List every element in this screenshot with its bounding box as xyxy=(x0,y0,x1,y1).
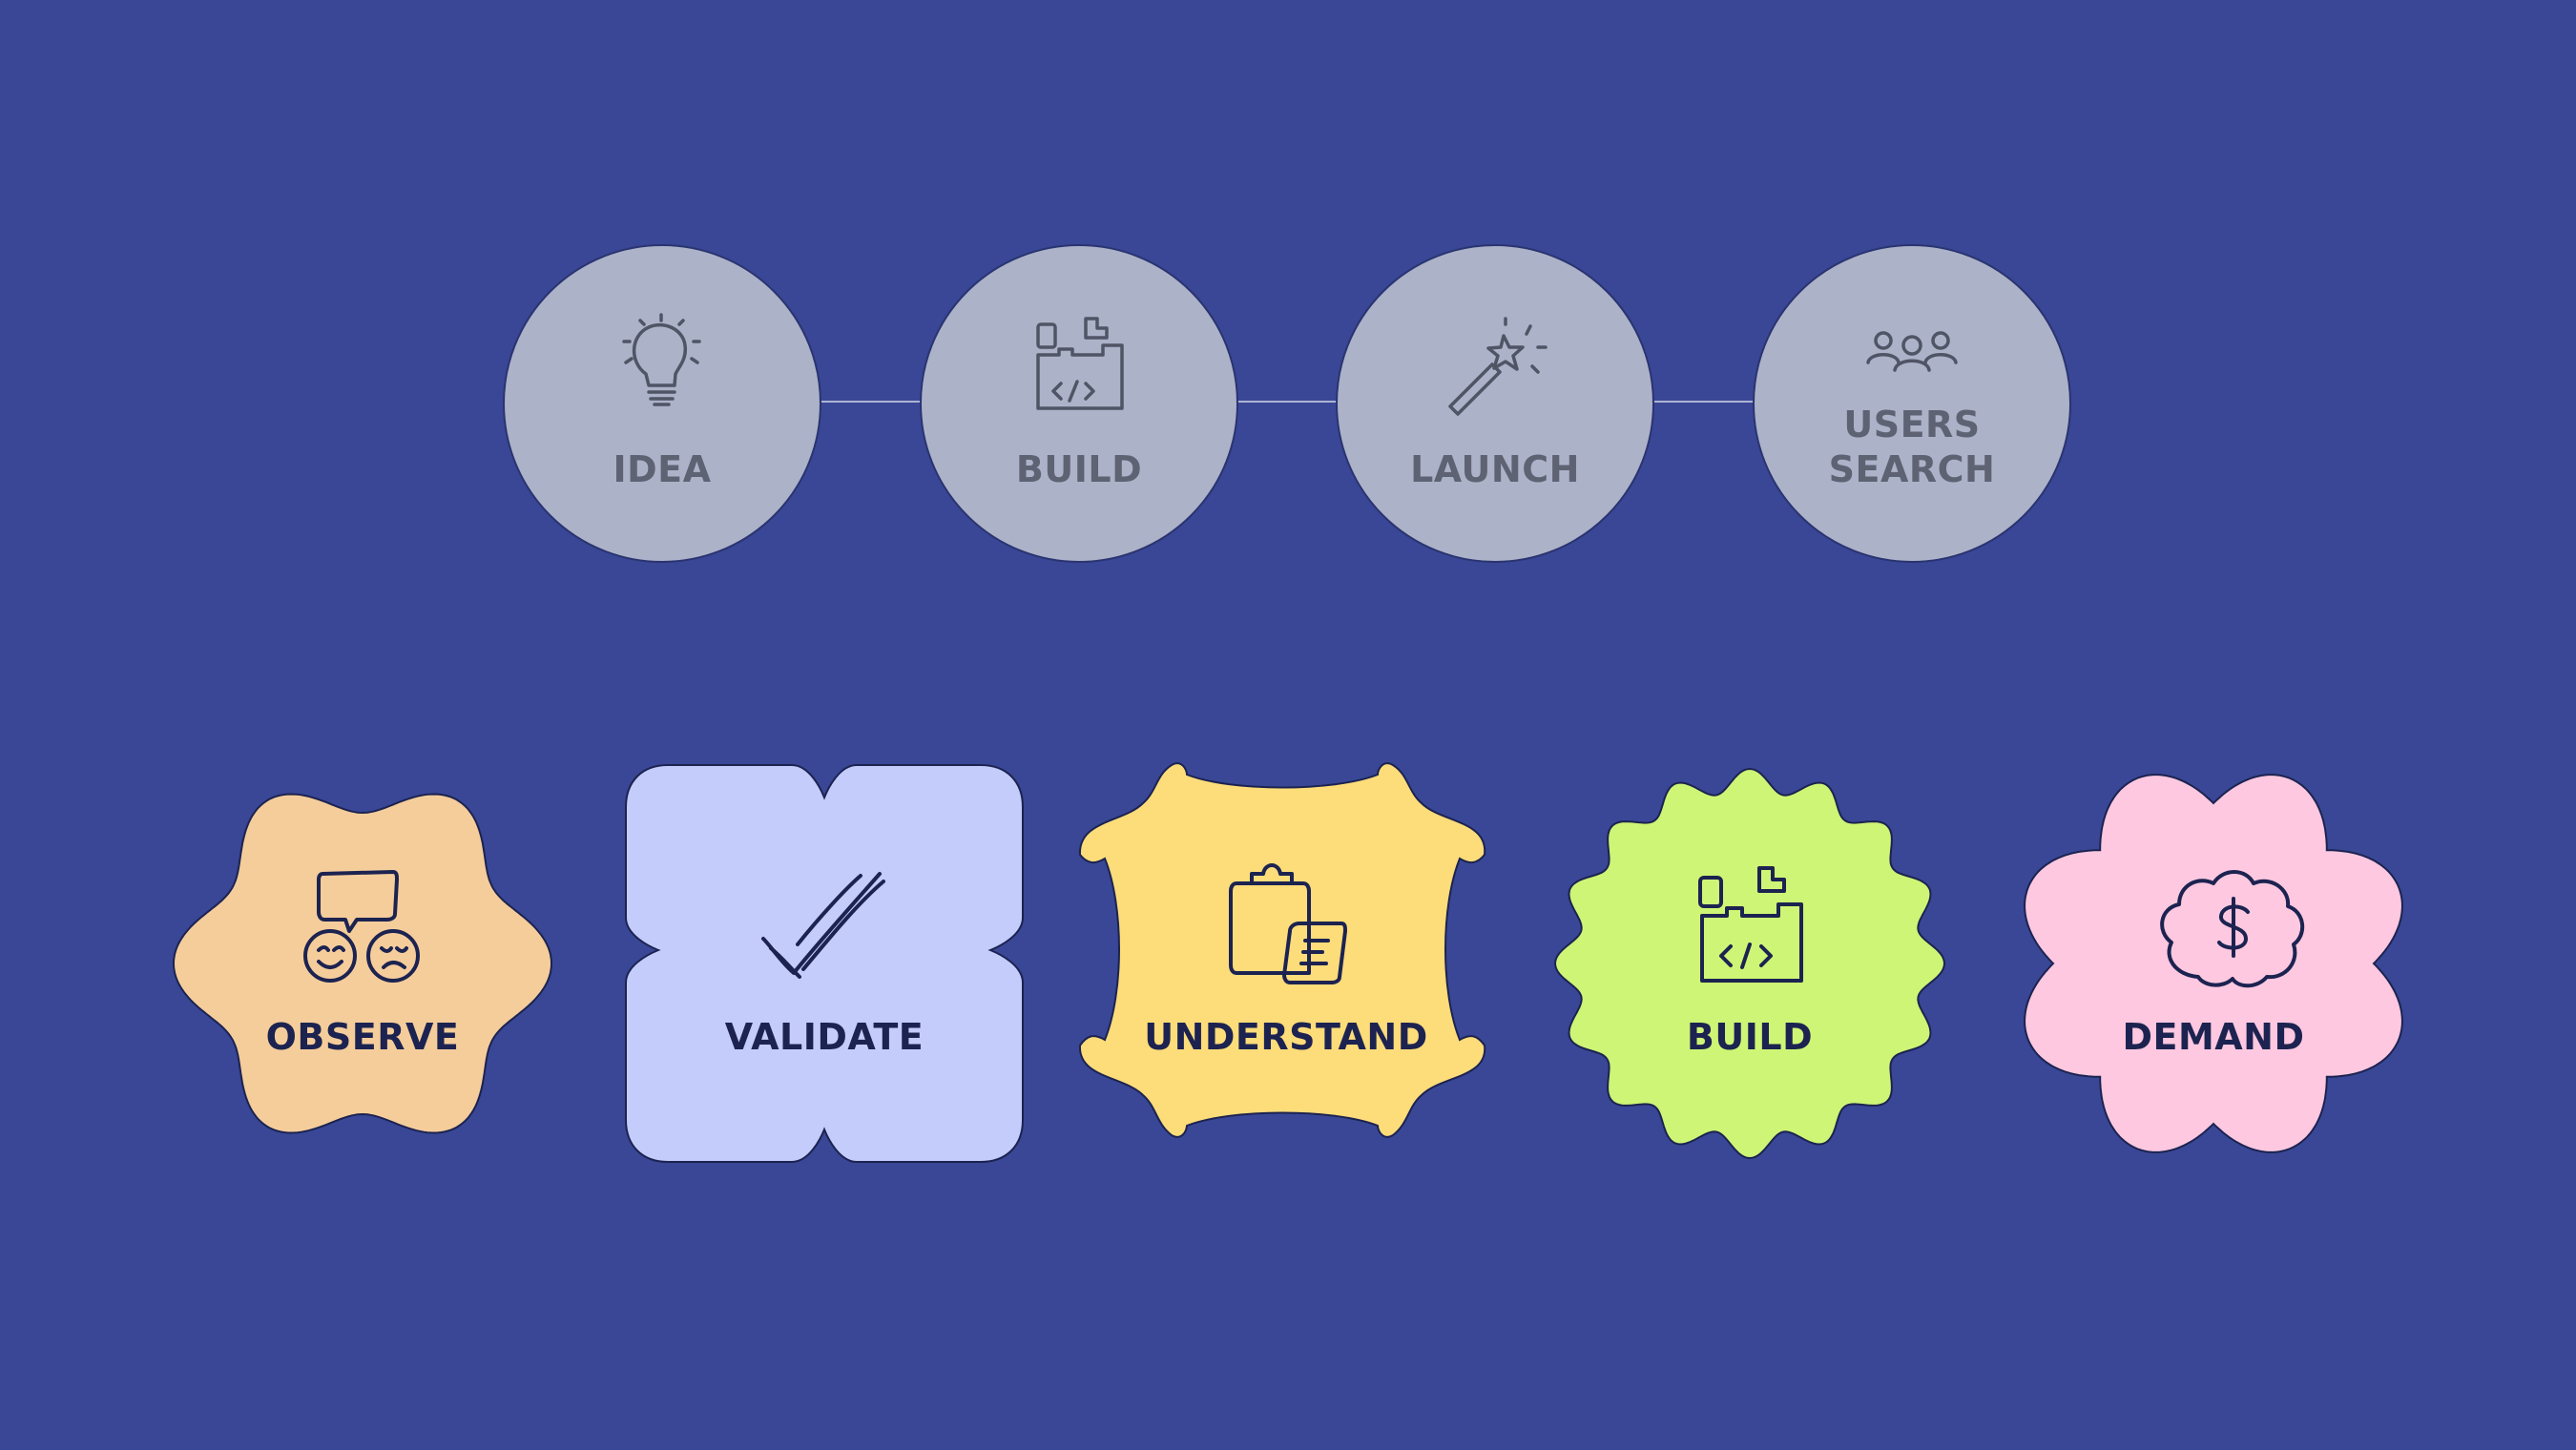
step-launch: LAUNCH xyxy=(1336,244,1654,563)
shape-label: OBSERVE xyxy=(266,1016,460,1058)
lightbulb-icon xyxy=(622,313,701,406)
clipboard-notes-icon xyxy=(1229,863,1347,984)
code-puzzle-icon xyxy=(1698,866,1803,983)
step-circle xyxy=(1753,244,2071,563)
step-users-search: USERS SEARCH xyxy=(1753,244,2071,563)
build-blob xyxy=(1553,767,1946,1160)
step-label: SEARCH xyxy=(1829,448,1996,490)
step-label: BUILD xyxy=(1016,448,1142,490)
shape-label: UNDERSTAND xyxy=(1144,1016,1428,1058)
magic-wand-icon xyxy=(1448,317,1548,416)
step-label: LAUNCH xyxy=(1410,448,1580,490)
shape-label: BUILD xyxy=(1687,1016,1813,1058)
observe-blob xyxy=(172,793,553,1134)
shape-observe: OBSERVE xyxy=(172,793,553,1134)
validate-blob xyxy=(625,764,1024,1163)
code-puzzle-icon xyxy=(1036,317,1124,410)
step-build: BUILD xyxy=(920,244,1238,563)
shape-build: BUILD xyxy=(1553,767,1946,1160)
step-circle xyxy=(920,244,1238,563)
shape-label: VALIDATE xyxy=(725,1016,924,1058)
shape-understand: UNDERSTAND xyxy=(1078,762,1486,1138)
step-label: USERS xyxy=(1843,404,1980,445)
shape-validate: VALIDATE xyxy=(625,764,1024,1163)
shape-demand: DEMAND xyxy=(2024,774,2403,1153)
step-circle xyxy=(1336,244,1654,563)
money-brain-icon xyxy=(2160,870,2304,988)
checkmark-icon xyxy=(761,872,885,979)
step-idea: IDEA xyxy=(503,244,821,563)
step-label: IDEA xyxy=(613,448,711,490)
understand-blob xyxy=(1078,762,1486,1138)
shape-label: DEMAND xyxy=(2122,1016,2304,1058)
users-group-icon xyxy=(1866,331,1958,372)
chat-faces-icon xyxy=(303,870,420,983)
demand-blob xyxy=(2024,774,2403,1153)
